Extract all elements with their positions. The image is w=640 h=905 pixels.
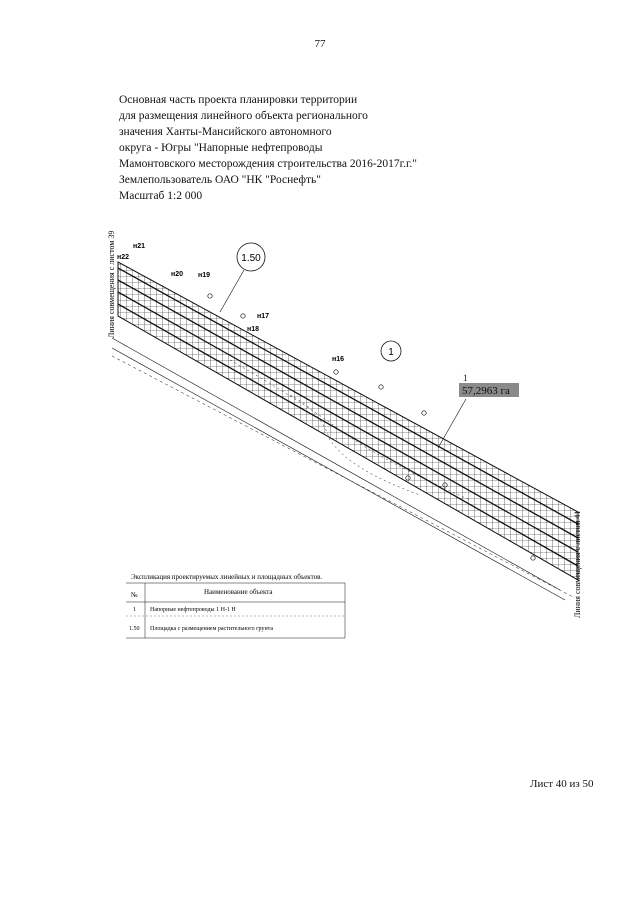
mark-circle xyxy=(421,410,427,416)
survey-marks xyxy=(207,293,536,561)
page-number: 77 xyxy=(314,38,326,50)
legend-col-name: Наименование объекта xyxy=(204,588,273,596)
mark-circle xyxy=(207,293,213,299)
area-number: 1 xyxy=(463,373,468,383)
sheet-number: Лист 40 из 50 xyxy=(530,778,594,790)
mark-circle xyxy=(530,555,536,561)
callout-circle xyxy=(236,242,266,272)
legend: Экспликация проектируемых линейных и пло… xyxy=(126,573,346,639)
point-label: н16 xyxy=(332,356,344,363)
legend-row-no: 1 xyxy=(133,607,136,613)
pipelines xyxy=(117,267,579,567)
mark-circle xyxy=(240,313,246,319)
left-match-line-label: Линия совмещения с листом 39 xyxy=(107,231,116,338)
header-line: для размещения линейного объекта региона… xyxy=(119,110,368,122)
header-line: округа - Югры "Напорные нефтепроводы xyxy=(119,142,323,154)
pipeline-line xyxy=(117,303,579,567)
callout-circle xyxy=(380,340,402,362)
callout-text: 1.50 xyxy=(241,253,261,264)
road-lines xyxy=(111,337,576,601)
point-label: н17 xyxy=(257,313,269,320)
road-edge xyxy=(111,347,566,601)
point-label: н20 xyxy=(171,271,183,278)
legend-row-no: 1.50 xyxy=(129,626,140,632)
mark-circle xyxy=(442,482,448,488)
mark-circle xyxy=(405,475,411,481)
mark-circle xyxy=(333,369,339,375)
callout-leader xyxy=(219,269,245,313)
header-line: Основная часть проекта планировки террит… xyxy=(119,94,358,106)
point-label: н19 xyxy=(198,272,210,279)
track-line xyxy=(289,394,421,496)
road-edge xyxy=(111,337,561,591)
document-header: Основная часть проекта планировки террит… xyxy=(119,92,449,204)
pipeline-line xyxy=(117,279,579,539)
point-label: н21 xyxy=(133,243,145,250)
area-value: 57,2963 га xyxy=(462,385,510,397)
callout-object: 1 xyxy=(380,340,402,362)
track-line xyxy=(229,359,471,501)
header-line: значения Ханты-Мансийского автономного xyxy=(119,126,332,138)
callout-text: 1 xyxy=(388,347,394,358)
area-leader xyxy=(437,398,467,449)
area-label-bg xyxy=(459,383,519,397)
right-match-line-label: Линия совмещения с листом 41 xyxy=(573,511,582,618)
legend-row-name: Площадка с размещением растительного гру… xyxy=(150,626,273,632)
pipeline-line xyxy=(117,291,579,553)
legend-title: Экспликация проектируемых линейных и пло… xyxy=(131,573,322,581)
pipeline-corridor xyxy=(117,261,579,581)
callout-scale: 1.50 xyxy=(219,242,266,313)
area-label: 57,2963 га 1 xyxy=(437,373,519,449)
legend-row-name: Напорные нефтепроводы 1 Н-1 Н xyxy=(150,606,236,613)
header-line: Землепользователь ОАО "НК "Роснефть" xyxy=(119,174,321,186)
legend-col-no: № xyxy=(131,591,138,599)
pipeline-line xyxy=(117,267,579,525)
scale-line: Масштаб 1:2 000 xyxy=(119,190,203,202)
point-label: н22 xyxy=(117,254,129,261)
boundary-points: н21 н22 н20 н19 н18 н17 н16 xyxy=(117,243,344,363)
mark-circle xyxy=(378,384,384,390)
header-line: Мамонтовского месторождения строительств… xyxy=(119,158,417,170)
point-label: н18 xyxy=(247,326,259,333)
